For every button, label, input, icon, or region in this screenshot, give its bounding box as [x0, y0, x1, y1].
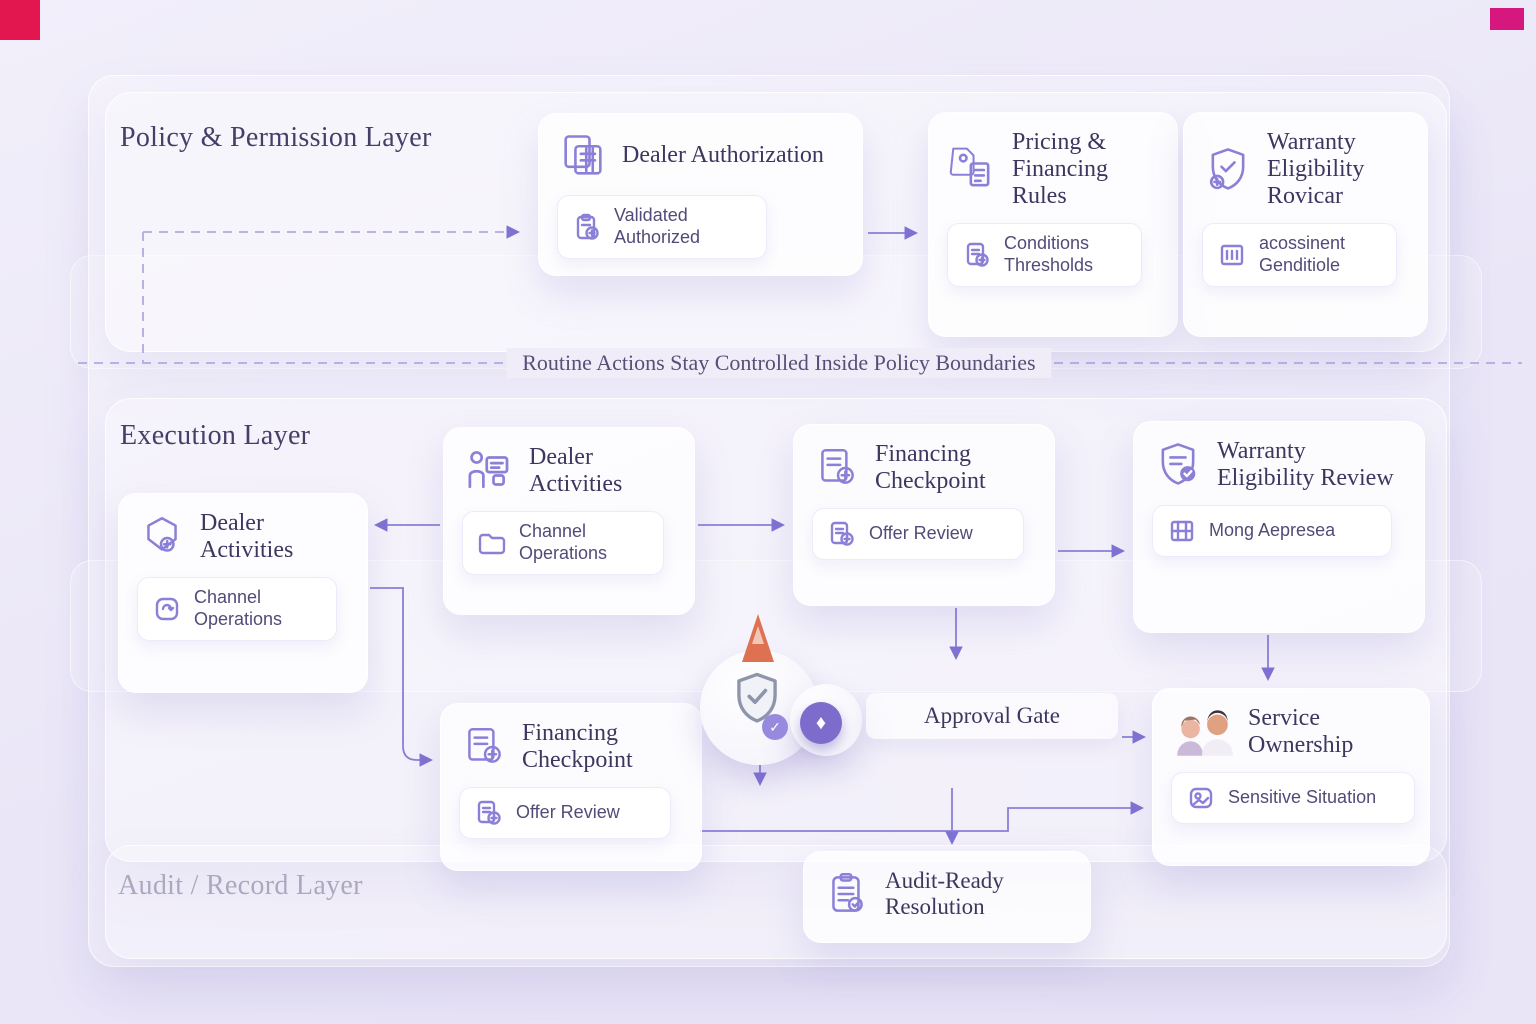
- card-dealer-authorization: Dealer Authorization Validated Authorize…: [538, 113, 863, 276]
- subcard-mong-aepresea: Mong Aepresea: [1152, 505, 1392, 558]
- card-title: Warranty Eligibility Review: [1217, 438, 1394, 492]
- subcard-label: Mong Aepresea: [1209, 520, 1336, 541]
- subcard-label: Sensitive Situation: [1228, 787, 1377, 808]
- people-illustration: [1171, 706, 1235, 758]
- clipboard-plus-icon: [571, 211, 603, 243]
- presenter-icon: [462, 444, 516, 498]
- shield-plus-icon: [137, 512, 187, 562]
- doc-search-icon: [961, 239, 993, 271]
- subcard-offer-review-bottom: Offer Review: [459, 787, 671, 840]
- card-title: Service Ownership: [1248, 705, 1354, 759]
- card-title: Financing Checkpoint: [875, 441, 986, 495]
- subcard-conditions-thresholds: Conditions Thresholds: [947, 223, 1142, 288]
- policy-layer-title: Policy & Permission Layer: [120, 122, 432, 153]
- folder-icon: [476, 527, 508, 559]
- approval-gate-label: Approval Gate: [866, 693, 1118, 739]
- corner-marker-top-left: [0, 0, 40, 40]
- doc-plus-icon: [812, 443, 862, 493]
- subcard-label: Offer Review: [869, 523, 973, 544]
- offer-doc-icon: [473, 797, 505, 829]
- subcard-label: Offer Review: [516, 802, 620, 823]
- gate-diamond-badge-icon: ♦: [800, 702, 842, 744]
- shield-verified-icon: [1152, 439, 1204, 491]
- card-dealer-activities-left: Dealer Activities Channel Operations: [118, 493, 368, 693]
- warning-cone-icon: [742, 614, 774, 662]
- clipboard-check-icon: [822, 869, 872, 919]
- card-title: Pricing & Financing Rules: [1012, 129, 1108, 210]
- card-title: Dealer Activities: [529, 444, 623, 498]
- building-icon: [1216, 239, 1248, 271]
- building-grid-icon: [557, 130, 609, 182]
- card-service-ownership: Service Ownership Sensitive Situation: [1152, 688, 1430, 866]
- subcard-validated-authorized: Validated Authorized: [557, 195, 767, 259]
- photo-card-icon: [1185, 782, 1217, 814]
- card-title: Dealer Authorization: [622, 142, 824, 169]
- shield-check-icon: [1202, 144, 1254, 196]
- subcard-channel-operations-center: Channel Operations: [462, 511, 664, 576]
- subcard-label: Conditions Thresholds: [1004, 233, 1094, 276]
- card-title: Dealer Activities: [200, 510, 294, 564]
- pricing-tag-icon: [947, 144, 999, 196]
- card-title: Audit-Ready Resolution: [885, 868, 1004, 919]
- doc-plus-icon: [459, 722, 509, 772]
- corner-marker-top-right: [1490, 8, 1524, 30]
- policy-boundary-label: Routine Actions Stay Controlled Inside P…: [506, 348, 1052, 378]
- card-pricing-financing-rules: Pricing & Financing Rules Conditions Thr…: [928, 112, 1178, 337]
- card-audit-ready-resolution: Audit-Ready Resolution: [803, 851, 1091, 943]
- subcard-assessment-conditions: acossinent Genditiole: [1202, 223, 1397, 288]
- subcard-sensitive-situation: Sensitive Situation: [1171, 772, 1415, 825]
- approval-shield-icon: [737, 672, 777, 723]
- subcard-offer-review-top: Offer Review: [812, 508, 1024, 561]
- card-title: Financing Checkpoint: [522, 720, 633, 774]
- subcard-label: Channel Operations: [519, 521, 608, 564]
- card-warranty-eligibility-policy: Warranty Eligibility Rovicar acossinent …: [1183, 112, 1428, 337]
- execution-layer-title: Execution Layer: [120, 420, 311, 451]
- refresh-badge-icon: [151, 593, 183, 625]
- subcard-label: Channel Operations: [194, 587, 283, 630]
- card-financing-checkpoint-bottom: Financing Checkpoint Offer Review: [440, 703, 702, 871]
- subcard-channel-operations-left: Channel Operations: [137, 577, 337, 642]
- card-dealer-activities-center: Dealer Activities Channel Operations: [443, 427, 695, 615]
- card-financing-checkpoint-top: Financing Checkpoint Offer Review: [793, 424, 1055, 606]
- offer-doc-icon: [826, 518, 858, 550]
- card-warranty-eligibility-review: Warranty Eligibility Review Mong Aeprese…: [1133, 421, 1425, 633]
- subcard-label: acossinent Genditiole: [1259, 233, 1346, 276]
- mini-check-badge-icon: ✓: [762, 714, 788, 740]
- subcard-label: Validated Authorized: [614, 205, 701, 247]
- audit-layer-title: Audit / Record Layer: [118, 870, 363, 901]
- building-map-icon: [1166, 515, 1198, 547]
- card-title: Warranty Eligibility Rovicar: [1267, 129, 1365, 210]
